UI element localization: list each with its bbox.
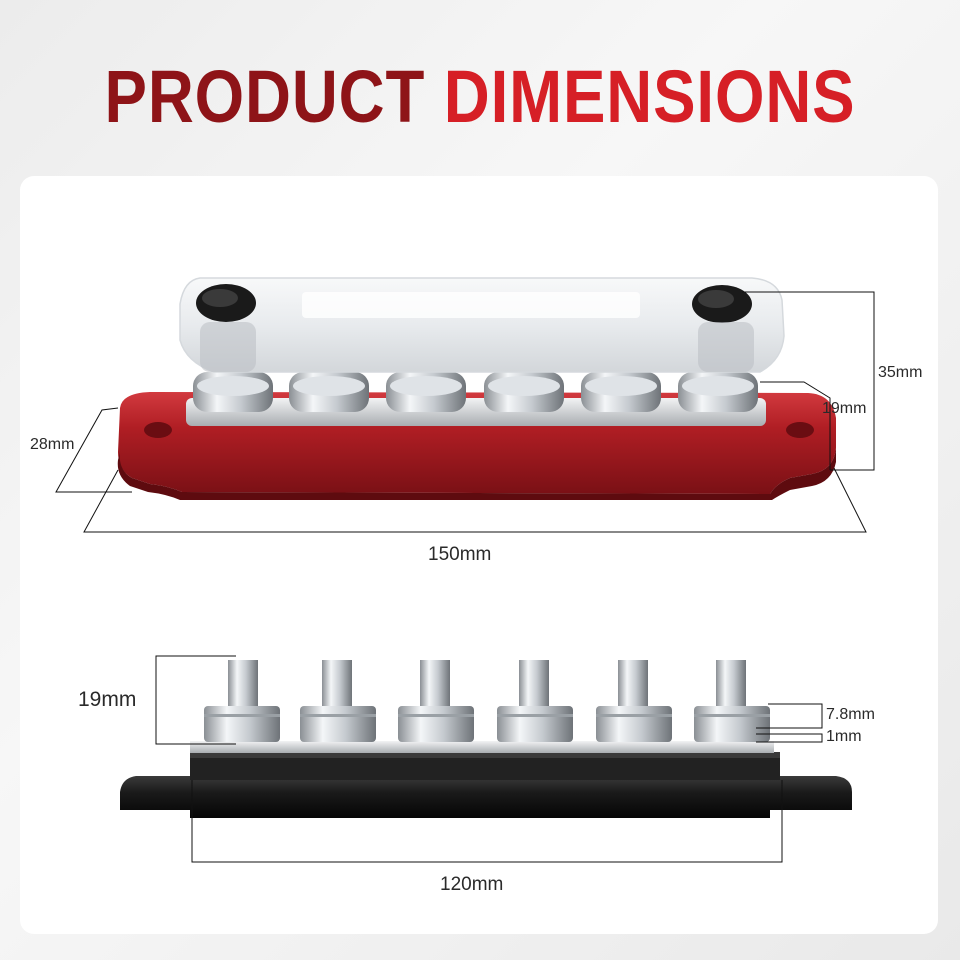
side-stud — [497, 660, 573, 742]
label-height-total: 35mm — [878, 364, 923, 381]
side-conductor-bar — [190, 741, 774, 753]
cover-label-window — [302, 292, 640, 318]
top-stud — [678, 372, 758, 412]
title-word-dimensions: DIMENSIONS — [443, 55, 856, 138]
top-studs — [193, 372, 758, 412]
mount-hole-left — [144, 422, 172, 438]
label-bar-thickness: 1mm — [826, 728, 862, 745]
side-stud — [398, 660, 474, 742]
side-studs — [204, 660, 770, 742]
label-stud-spacing: 120mm — [440, 874, 504, 895]
dim-line-120mm — [191, 780, 783, 863]
label-stud-height: 19mm — [78, 688, 137, 711]
label-depth: 28mm — [30, 436, 75, 453]
side-stud — [300, 660, 376, 742]
top-stud — [193, 372, 273, 412]
mount-hole-right — [786, 422, 814, 438]
page-title: PRODUCT DIMENSIONS — [67, 52, 893, 142]
top-stud — [484, 372, 564, 412]
top-stud — [289, 372, 369, 412]
dim-line-35mm — [742, 291, 875, 471]
side-stud — [204, 660, 280, 742]
top-stud — [581, 372, 661, 412]
dim-line-150mm — [83, 467, 867, 533]
side-view-busbar — [120, 660, 852, 818]
side-stud — [694, 660, 770, 742]
dim-line-28mm — [55, 407, 132, 493]
red-base-edge — [117, 448, 836, 500]
dim-line-19mm — [760, 381, 831, 470]
top-dimension-lines — [55, 291, 875, 533]
label-nut-height: 7.8mm — [826, 706, 875, 723]
top-stud — [386, 372, 466, 412]
dim-line-stud-19mm — [155, 655, 236, 745]
label-height-base: 19mm — [822, 400, 867, 417]
label-length: 150mm — [428, 544, 492, 565]
black-base — [120, 776, 852, 818]
side-dimension-lines — [155, 655, 823, 863]
top-view-busbar — [117, 277, 836, 500]
dim-line-1mm — [756, 733, 823, 743]
title-word-product: PRODUCT — [104, 55, 426, 138]
dim-line-7-8mm — [756, 703, 823, 729]
side-stud — [596, 660, 672, 742]
